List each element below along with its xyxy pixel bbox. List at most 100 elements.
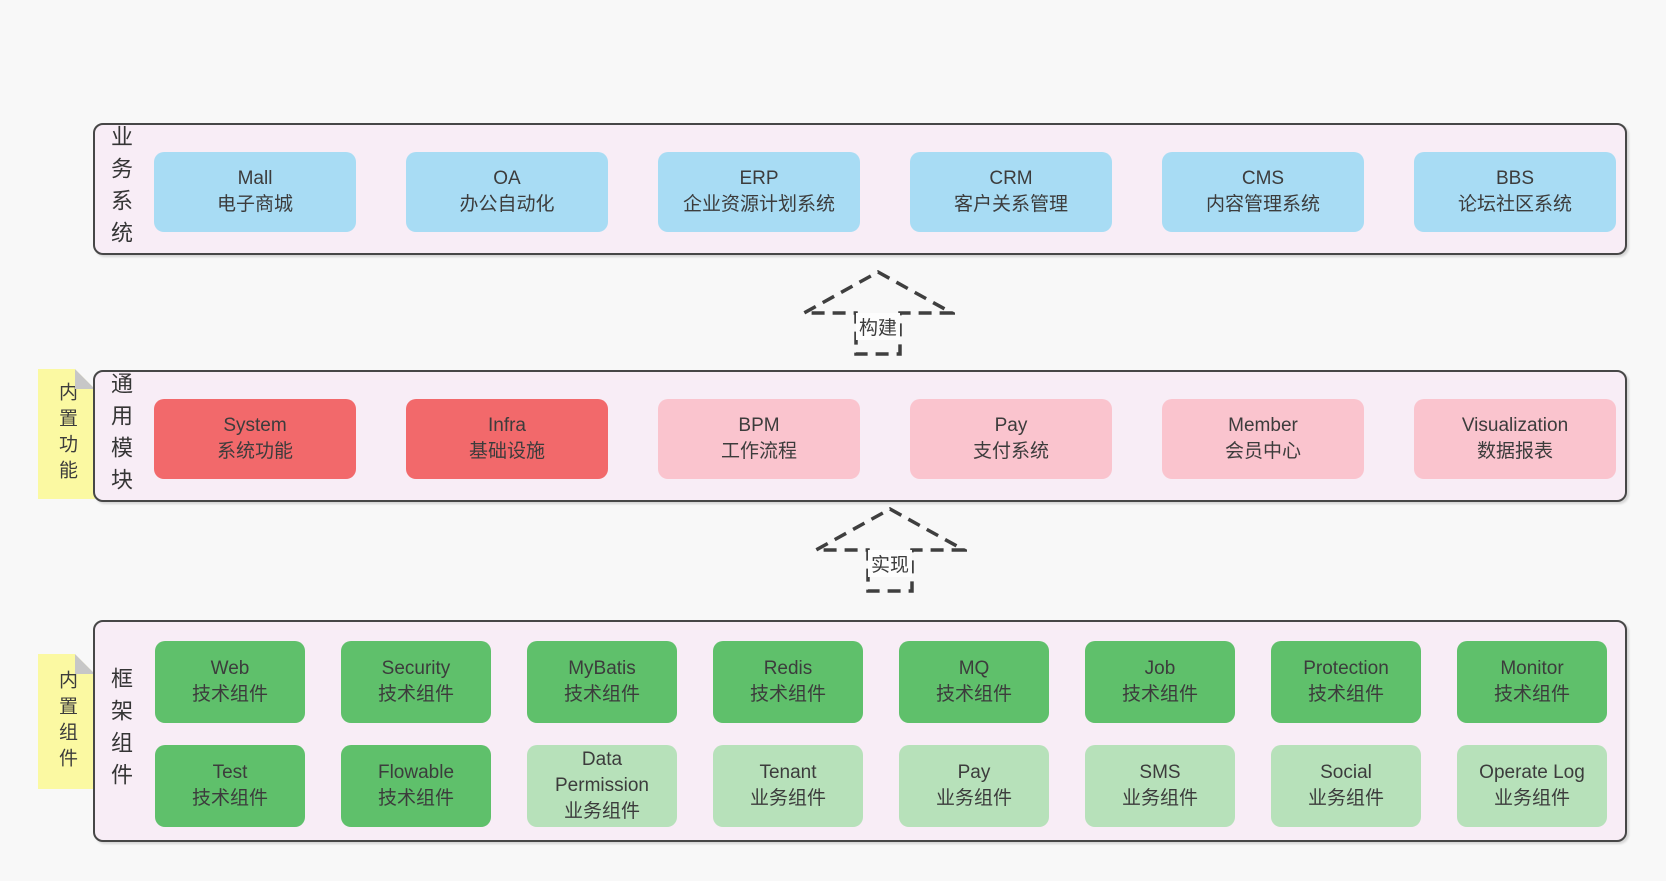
note-built-in-features-label: 内置功能 bbox=[56, 382, 77, 486]
arrow-build-label: 构建 bbox=[855, 313, 901, 340]
arrow-implement-icon: 实现 bbox=[813, 506, 967, 594]
box-mybatis: MyBatis 技术组件 bbox=[527, 641, 677, 723]
note-fold-icon bbox=[75, 369, 95, 389]
arrow-build-icon: 构建 bbox=[801, 269, 955, 357]
box-subtitle: 技术组件 bbox=[935, 684, 1012, 705]
box-title: Mall bbox=[237, 168, 273, 189]
box-web: Web 技术组件 bbox=[155, 641, 305, 723]
box-monitor: Monitor 技术组件 bbox=[1457, 641, 1607, 723]
box-subtitle: 基础设施 bbox=[468, 441, 545, 462]
box-title: Web bbox=[210, 658, 250, 679]
box-bpm: BPM 工作流程 bbox=[658, 399, 860, 479]
box-title: Monitor bbox=[1500, 658, 1564, 679]
box-subtitle: 工作流程 bbox=[720, 441, 797, 462]
note-built-in-features: 内置功能 bbox=[38, 369, 95, 499]
section-framework-components: 框架组件 Web 技术组件 Security 技术组件 MyBatis 技术组件… bbox=[93, 620, 1627, 842]
box-system: System 系统功能 bbox=[154, 399, 356, 479]
box-tenant: Tenant 业务组件 bbox=[713, 745, 863, 827]
box-title: System bbox=[223, 415, 287, 436]
box-subtitle: 系统功能 bbox=[216, 441, 293, 462]
section-business-systems: 业务系统 Mall 电子商城 OA 办公自动化 ERP 企业资源计划系统 CRM… bbox=[93, 123, 1627, 255]
box-member: Member 会员中心 bbox=[1162, 399, 1364, 479]
box-title: Redis bbox=[763, 658, 813, 679]
framework-components-row-1: Web 技术组件 Security 技术组件 MyBatis 技术组件 Redi… bbox=[155, 641, 1607, 723]
box-title: Social bbox=[1320, 762, 1372, 783]
box-subtitle: 内容管理系统 bbox=[1205, 194, 1320, 215]
dashed-up-arrow-icon bbox=[813, 506, 967, 593]
box-subtitle: 技术组件 bbox=[377, 684, 454, 705]
box-title: Flowable bbox=[377, 762, 455, 783]
box-subtitle: 数据报表 bbox=[1476, 441, 1553, 462]
box-title: Pay bbox=[994, 415, 1028, 436]
framework-components-row-2: Test 技术组件 Flowable 技术组件 Data Permission … bbox=[155, 745, 1607, 827]
box-title: Member bbox=[1228, 415, 1298, 436]
box-title: CRM bbox=[989, 168, 1033, 189]
box-title: Visualization bbox=[1461, 415, 1569, 436]
box-operate-log: Operate Log 业务组件 bbox=[1457, 745, 1607, 827]
box-subtitle: 企业资源计划系统 bbox=[682, 194, 835, 215]
box-sms: SMS 业务组件 bbox=[1085, 745, 1235, 827]
arrow-implement-label: 实现 bbox=[867, 550, 913, 577]
box-security: Security 技术组件 bbox=[341, 641, 491, 723]
box-social: Social 业务组件 bbox=[1271, 745, 1421, 827]
box-subtitle: 技术组件 bbox=[749, 684, 826, 705]
section-common-modules: 通用模块 System 系统功能 Infra 基础设施 BPM 工作流程 Pay… bbox=[93, 370, 1627, 502]
box-crm: CRM 客户关系管理 bbox=[910, 152, 1112, 232]
box-oa: OA 办公自动化 bbox=[406, 152, 608, 232]
box-mq: MQ 技术组件 bbox=[899, 641, 1049, 723]
box-subtitle: 技术组件 bbox=[1121, 684, 1198, 705]
box-title: Pay bbox=[957, 762, 991, 783]
box-title: Job bbox=[1144, 658, 1176, 679]
box-test: Test 技术组件 bbox=[155, 745, 305, 827]
box-subtitle: 技术组件 bbox=[1493, 684, 1570, 705]
box-title: MyBatis bbox=[568, 658, 636, 679]
box-title: BPM bbox=[738, 415, 780, 436]
box-title: Operate Log bbox=[1479, 762, 1585, 783]
box-subtitle: 支付系统 bbox=[972, 441, 1049, 462]
box-subtitle: 技术组件 bbox=[191, 788, 268, 809]
note-built-in-components-label: 内置组件 bbox=[56, 669, 77, 774]
box-subtitle: 业务组件 bbox=[563, 801, 640, 822]
box-title: Protection bbox=[1303, 658, 1389, 679]
box-infra: Infra 基础设施 bbox=[406, 399, 608, 479]
box-erp: ERP 企业资源计划系统 bbox=[658, 152, 860, 232]
business-systems-label: 业务系统 bbox=[108, 125, 133, 253]
box-subtitle: 办公自动化 bbox=[459, 194, 555, 215]
box-subtitle: 会员中心 bbox=[1224, 441, 1301, 462]
box-mall: Mall 电子商城 bbox=[154, 152, 356, 232]
box-subtitle: 业务组件 bbox=[749, 788, 826, 809]
box-subtitle: 技术组件 bbox=[191, 684, 268, 705]
business-systems-row: Mall 电子商城 OA 办公自动化 ERP 企业资源计划系统 CRM 客户关系… bbox=[154, 152, 1616, 232]
box-flowable: Flowable 技术组件 bbox=[341, 745, 491, 827]
box-subtitle: 技术组件 bbox=[563, 684, 640, 705]
box-title: OA bbox=[493, 168, 521, 189]
box-title: CMS bbox=[1241, 168, 1285, 189]
box-title: BBS bbox=[1495, 168, 1535, 189]
box-title: MQ bbox=[958, 658, 990, 679]
box-subtitle: 技术组件 bbox=[377, 788, 454, 809]
common-modules-row: System 系统功能 Infra 基础设施 BPM 工作流程 Pay 支付系统… bbox=[154, 399, 1616, 479]
box-bbs: BBS 论坛社区系统 bbox=[1414, 152, 1616, 232]
box-data-permission: Data Permission 业务组件 bbox=[527, 745, 677, 827]
box-redis: Redis 技术组件 bbox=[713, 641, 863, 723]
box-subtitle: 客户关系管理 bbox=[953, 194, 1068, 215]
box-subtitle: 业务组件 bbox=[1121, 788, 1198, 809]
box-cms: CMS 内容管理系统 bbox=[1162, 152, 1364, 232]
box-title: Security bbox=[381, 658, 451, 679]
box-title: Tenant bbox=[759, 762, 817, 783]
note-built-in-components: 内置组件 bbox=[38, 654, 95, 789]
box-title: ERP bbox=[739, 168, 779, 189]
box-protection: Protection 技术组件 bbox=[1271, 641, 1421, 723]
box-subtitle: 业务组件 bbox=[1493, 788, 1570, 809]
box-subtitle: 业务组件 bbox=[1307, 788, 1384, 809]
note-fold-icon bbox=[75, 654, 95, 674]
framework-components-label: 框架组件 bbox=[108, 667, 133, 795]
box-subtitle: 技术组件 bbox=[1307, 684, 1384, 705]
box-pay-component: Pay 业务组件 bbox=[899, 745, 1049, 827]
box-subtitle: 业务组件 bbox=[935, 788, 1012, 809]
box-subtitle: 电子商城 bbox=[216, 194, 293, 215]
box-job: Job 技术组件 bbox=[1085, 641, 1235, 723]
dashed-up-arrow-icon bbox=[801, 269, 955, 356]
box-title: SMS bbox=[1139, 762, 1181, 783]
